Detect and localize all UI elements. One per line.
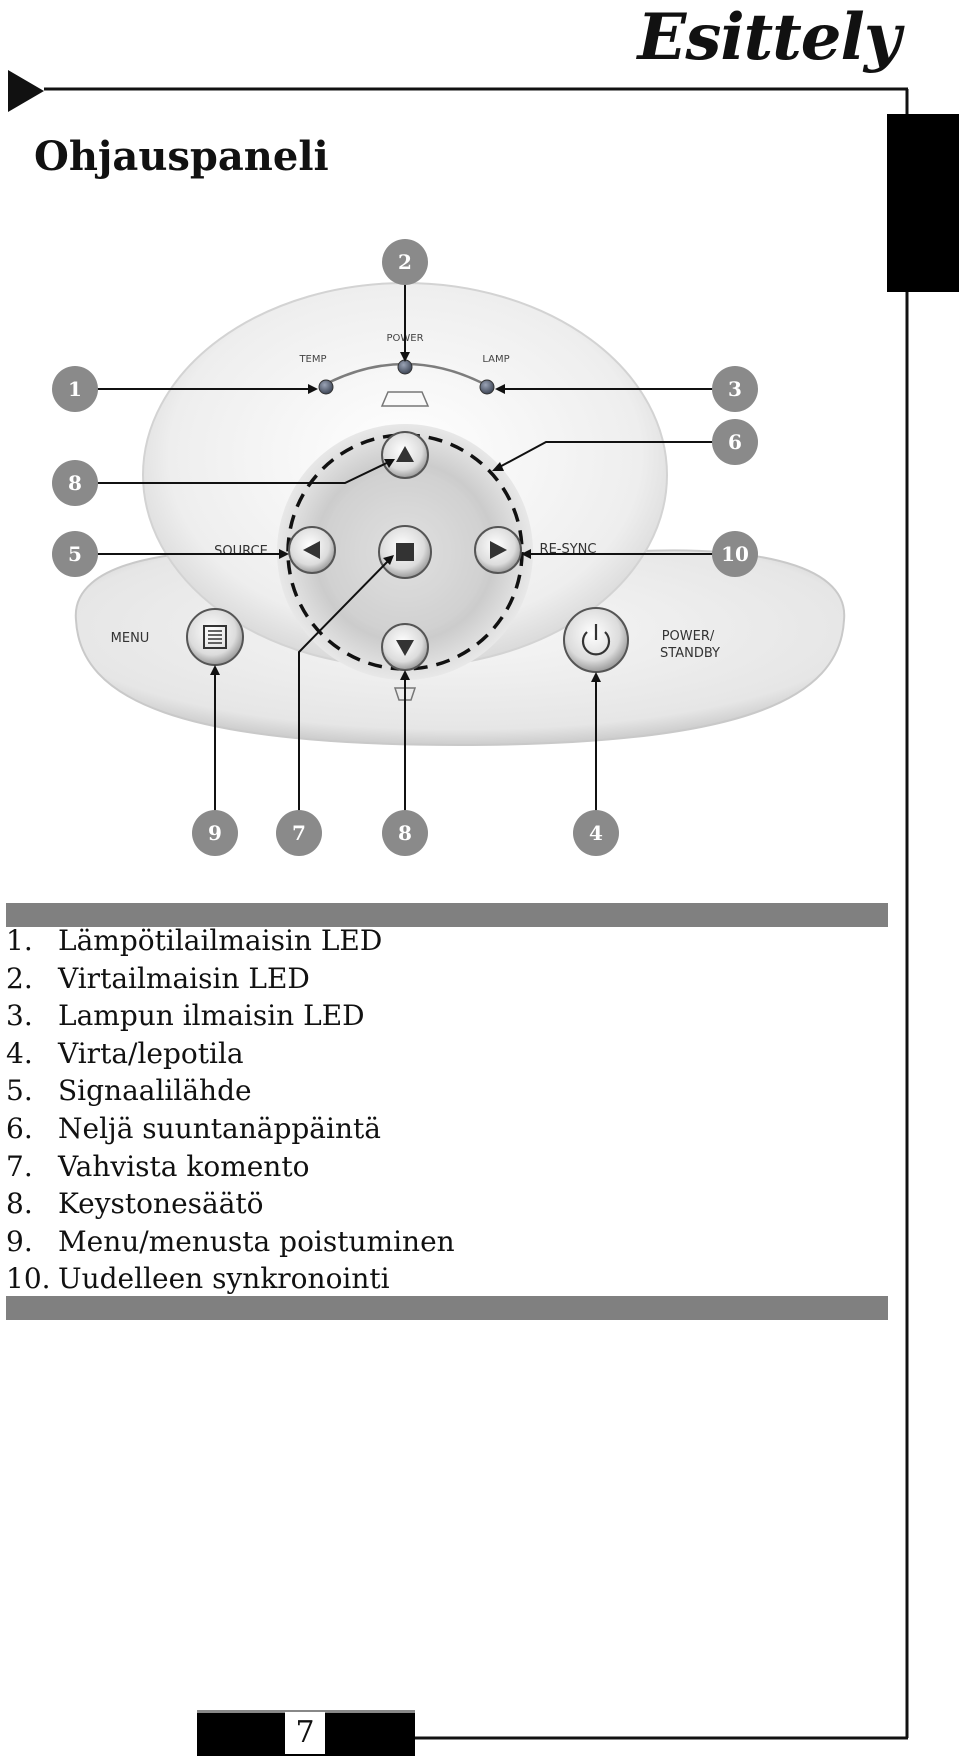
svg-text:2: 2 <box>398 250 412 274</box>
page-number: 7 <box>285 1712 325 1754</box>
legend-item: 6. Neljä suuntanäppäintä <box>0 1110 880 1148</box>
lamp-label: LAMP <box>482 354 509 365</box>
svg-text:8: 8 <box>398 821 412 845</box>
legend-text: Neljä suuntanäppäintä <box>58 1111 381 1145</box>
chapter-title: Esittely <box>637 0 901 75</box>
leader-lines <box>94 282 716 813</box>
legend-text: Lampun ilmaisin LED <box>58 999 365 1033</box>
legend-item: 8. Keystonesäätö <box>0 1185 880 1223</box>
leader-arrowheads <box>210 352 601 682</box>
legend-item: 9. Menu/menusta poistuminen <box>0 1223 880 1261</box>
legend-text: Signaalilähde <box>58 1074 252 1108</box>
callout-5: 5 <box>52 531 98 577</box>
up-button[interactable] <box>381 431 429 479</box>
left-arrow-icon <box>303 541 320 559</box>
menu-lines-icon <box>203 625 227 649</box>
menu-button[interactable] <box>186 608 244 666</box>
callout-6: 6 <box>712 419 758 465</box>
keystone-down-icon <box>393 687 417 701</box>
source-left-button[interactable] <box>288 526 336 574</box>
legend-text: Menu/menusta poistuminen <box>58 1224 455 1258</box>
power-standby-label-line1: POWER/ <box>662 629 715 644</box>
svg-text:3: 3 <box>728 377 742 401</box>
svg-text:1: 1 <box>68 377 82 401</box>
section-heading: Ohjauspaneli <box>34 133 329 180</box>
svg-text:4: 4 <box>589 821 603 845</box>
legend-list: 1. Lämpötilailmaisin LED 2. Virtailmaisin … <box>0 922 880 1298</box>
callout-1: 1 <box>52 366 98 412</box>
legend-text: Virtailmaisin LED <box>58 961 310 995</box>
control-panel-diagram: TEMP POWER LAMP SOURCE RE-SYNC MENU POWE… <box>52 239 846 856</box>
legend-text: Uudelleen synkronointi <box>58 1262 390 1296</box>
right-arrow-icon <box>490 541 507 559</box>
legend-text: Virta/lepotila <box>58 1036 244 1070</box>
legend-number: 9. <box>6 1224 33 1258</box>
thumb-tab <box>887 114 959 292</box>
temp-led <box>318 379 334 395</box>
legend-item: 1. Lämpötilailmaisin LED <box>0 922 880 960</box>
square-icon <box>396 543 414 561</box>
up-arrow-icon <box>396 446 414 462</box>
callout-8-bottom: 8 <box>382 810 428 856</box>
legend-text: Lämpötilailmaisin LED <box>58 924 383 957</box>
power-led <box>397 359 413 375</box>
menu-label: MENU <box>111 631 150 646</box>
svg-text:5: 5 <box>68 542 82 566</box>
legend-item: 3. Lampun ilmaisin LED <box>0 997 880 1035</box>
legend-top-bar <box>6 903 888 927</box>
power-icon <box>581 631 611 656</box>
svg-text:7: 7 <box>292 821 306 845</box>
legend-number: 1. <box>6 924 33 957</box>
legend-item: 5. Signaalilähde <box>0 1072 880 1110</box>
legend-text: Vahvista komento <box>58 1149 310 1183</box>
legend-number: 6. <box>6 1111 33 1145</box>
callout-2: 2 <box>382 239 428 285</box>
enter-center-button[interactable] <box>378 525 432 579</box>
legend-number: 2. <box>6 961 33 995</box>
down-button[interactable] <box>381 623 429 671</box>
legend-text: Keystonesäätö <box>58 1187 264 1221</box>
legend-bottom-bar <box>6 1296 888 1320</box>
lamp-led <box>479 379 495 395</box>
svg-text:6: 6 <box>728 430 742 454</box>
legend-item: 2. Virtailmaisin LED <box>0 960 880 998</box>
callout-3: 3 <box>712 366 758 412</box>
legend-number: 7. <box>6 1149 33 1183</box>
callout-7: 7 <box>276 810 322 856</box>
keystone-up-icon <box>380 391 430 407</box>
legend-item: 4. Virta/lepotila <box>0 1035 880 1073</box>
source-label: SOURCE <box>214 544 268 559</box>
four-way-keys-outline <box>286 433 524 671</box>
legend-number: 8. <box>6 1187 33 1221</box>
legend-item: 7. Vahvista komento <box>0 1148 880 1186</box>
temp-label: TEMP <box>298 354 326 365</box>
callout-4: 4 <box>573 810 619 856</box>
section-arrow-icon <box>8 70 44 112</box>
down-arrow-icon <box>396 640 414 656</box>
power-standby-button[interactable] <box>563 607 629 673</box>
resync-right-button[interactable] <box>474 526 522 574</box>
svg-text:9: 9 <box>208 821 222 845</box>
callout-9: 9 <box>192 810 238 856</box>
svg-text:10: 10 <box>721 542 749 566</box>
legend-item: 10.Uudelleen synkronointi <box>0 1260 880 1298</box>
svg-text:8: 8 <box>68 471 82 495</box>
legend-number: 4. <box>6 1036 33 1070</box>
callout-10: 10 <box>712 531 758 577</box>
legend-number: 10. <box>6 1262 51 1296</box>
legend-number: 3. <box>6 999 33 1033</box>
power-standby-label-line2: STANDBY <box>660 646 720 661</box>
legend-number: 5. <box>6 1074 33 1108</box>
callout-8-left: 8 <box>52 460 98 506</box>
